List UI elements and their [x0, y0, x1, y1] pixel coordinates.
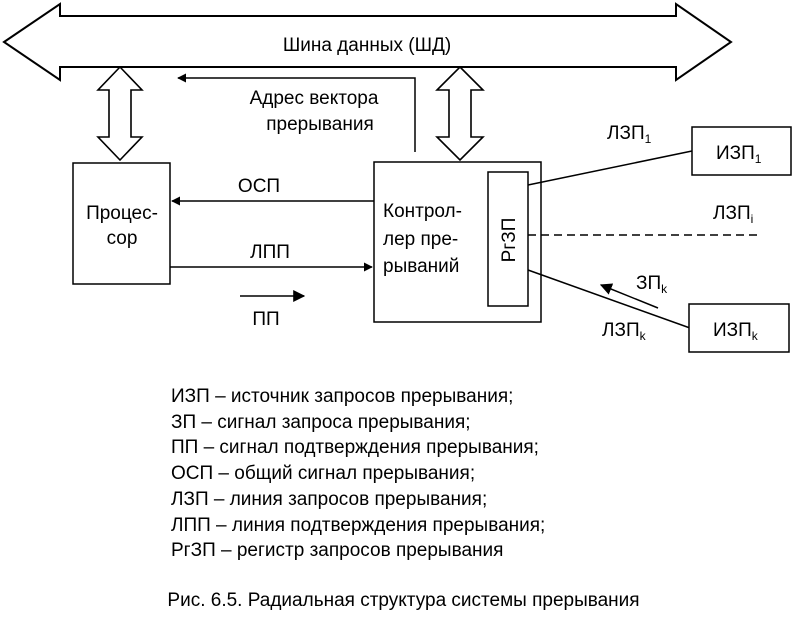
controller-label-1: Контрол- [383, 201, 462, 222]
vector-address-label-2: прерывания [266, 114, 374, 135]
register-box [487, 171, 529, 307]
lzp1-label: ЛЗП1 [607, 123, 652, 146]
legend-item: ОСП – общий сигнал прерывания; [171, 463, 476, 485]
lzpk-label: ЛЗПk [602, 320, 647, 343]
legend-item: ЛЗП – линия запросов прерывания; [171, 488, 488, 510]
legend: ИЗП – источник запросов прерывания; ЗП –… [171, 384, 545, 564]
zpk-arrow [599, 283, 659, 309]
processor-label-2: сор [107, 228, 138, 249]
data-bus-label: Шина данных (ШД) [283, 35, 451, 56]
bus-controller-arrow [435, 65, 485, 162]
data-bus-arrow [2, 2, 733, 82]
processor-label-1: Процес- [86, 203, 158, 224]
source-k-box [688, 303, 790, 353]
lzpi-label: ЛЗПi [713, 203, 753, 226]
pp-label: ПП [252, 309, 279, 330]
vector-address-label-1: Адрес вектора [250, 88, 379, 109]
lzpk-line [527, 269, 691, 329]
source-1-box [691, 126, 792, 176]
processor-box [72, 162, 171, 285]
legend-item: ИЗП – источник запросов прерывания; [171, 386, 514, 407]
lpp-label: ЛПП [250, 242, 290, 263]
controller-label-2: лер пре- [383, 229, 458, 250]
source-k-label: ИЗПk [713, 320, 759, 343]
figure-caption: Рис. 6.5. Радиальная структура системы п… [167, 590, 640, 611]
legend-item: ЛПП – линия подтверждения прерывания; [171, 514, 546, 536]
source-1-label: ИЗП1 [716, 143, 762, 166]
bus-processor-arrow [96, 65, 144, 162]
osp-label: ОСП [238, 176, 280, 197]
legend-item: ПП – сигнал подтверждения прерывания; [171, 437, 539, 459]
legend-item: ЗП – сигнал запроса прерывания; [171, 411, 471, 433]
lzp1-line [527, 150, 693, 186]
zpk-label: ЗПk [636, 273, 668, 296]
legend-item: РгЗП – регистр запросов прерывания [171, 540, 504, 562]
controller-label-3: рываний [383, 256, 459, 277]
vector-address-line [177, 73, 416, 152]
register-label: РгЗП [499, 218, 520, 263]
